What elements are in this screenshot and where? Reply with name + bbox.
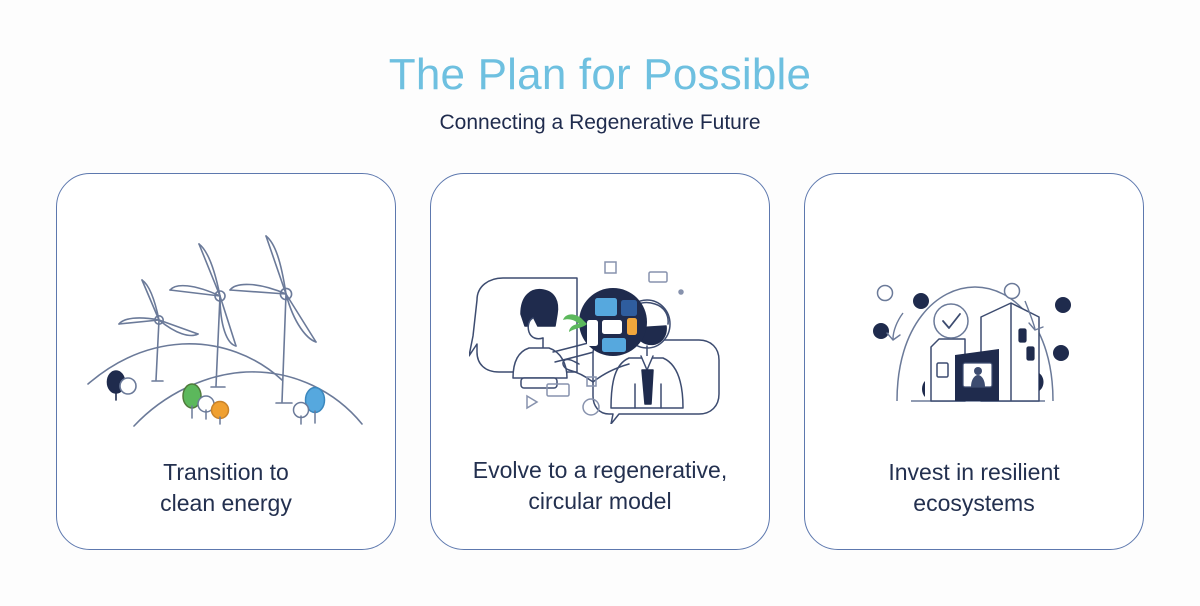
person-left	[512, 288, 609, 389]
caption-line-1: Invest in resilient	[888, 459, 1060, 485]
hill-back	[87, 342, 283, 385]
card-invest-resilient-ecosystems[interactable]: Invest in resilient ecosystems	[804, 173, 1144, 550]
wind-turbine-large	[229, 234, 317, 404]
dot-filled-left	[873, 322, 889, 339]
arrow-head-left	[886, 331, 901, 341]
dot-outline-top-right	[1003, 282, 1021, 299]
card-caption-resilient: Invest in resilient ecosystems	[870, 457, 1077, 518]
card-transition-clean-energy[interactable]: Transition to clean energy	[56, 173, 396, 550]
bush-white-right	[292, 401, 310, 425]
caption-line-2: ecosystems	[913, 489, 1035, 516]
checkmark-badge	[933, 302, 969, 339]
circular-tile-graphic	[563, 287, 647, 356]
dot-filled-upper-left	[913, 292, 929, 309]
hill-front	[133, 370, 363, 427]
building-left-window	[936, 361, 949, 378]
dot-outline-top-left	[876, 284, 894, 301]
wind-turbine-medium	[169, 242, 237, 388]
bush-orange	[210, 400, 230, 425]
card-caption-regenerative: Evolve to a regenerative, circular model	[455, 455, 745, 516]
wind-turbine-small	[118, 278, 199, 382]
float-rectangle-outline-bottom	[546, 382, 570, 397]
arrow-curve-left	[892, 312, 904, 339]
caption-line-1: Transition to	[163, 459, 289, 485]
float-circle-outline	[582, 397, 600, 416]
resilient-buildings-illustration	[824, 226, 1124, 441]
arrow-curve-right	[1024, 300, 1036, 329]
page-title: The Plan for Possible	[388, 50, 812, 99]
bush-white-left	[119, 376, 137, 395]
float-square-small	[586, 375, 597, 387]
protective-dome-arc	[896, 285, 1054, 401]
caption-line-2: circular model	[528, 487, 672, 514]
float-triangle-outline	[526, 394, 539, 409]
building-right-window-b	[1026, 345, 1035, 361]
caption-line-1: Evolve to a regenerative,	[472, 457, 728, 483]
page-subtitle: Connecting a Regenerative Future	[439, 111, 761, 135]
dot-filled-upper-right	[1055, 296, 1071, 313]
wind-turbines-illustration	[76, 226, 376, 441]
building-center-dark	[922, 348, 1044, 401]
float-square-outline	[604, 260, 617, 274]
float-rectangle-outline-top	[648, 270, 668, 283]
card-caption-transition: Transition to clean energy	[142, 457, 310, 518]
building-right-window-a	[1018, 327, 1027, 343]
page-header: The Plan for Possible Connecting a Regen…	[0, 0, 1200, 135]
arrow-head-right	[1028, 321, 1044, 331]
tree-green	[182, 382, 202, 419]
caption-line-2: clean energy	[160, 489, 292, 516]
people-exchange-illustration	[450, 226, 750, 441]
card-regenerative-circular-model[interactable]: Evolve to a regenerative, circular model	[430, 173, 770, 550]
tree-blue	[304, 386, 326, 424]
float-dot-small	[678, 288, 684, 295]
dot-filled-right	[1053, 344, 1069, 361]
pillar-cards-row: Transition to clean energy	[0, 173, 1200, 553]
